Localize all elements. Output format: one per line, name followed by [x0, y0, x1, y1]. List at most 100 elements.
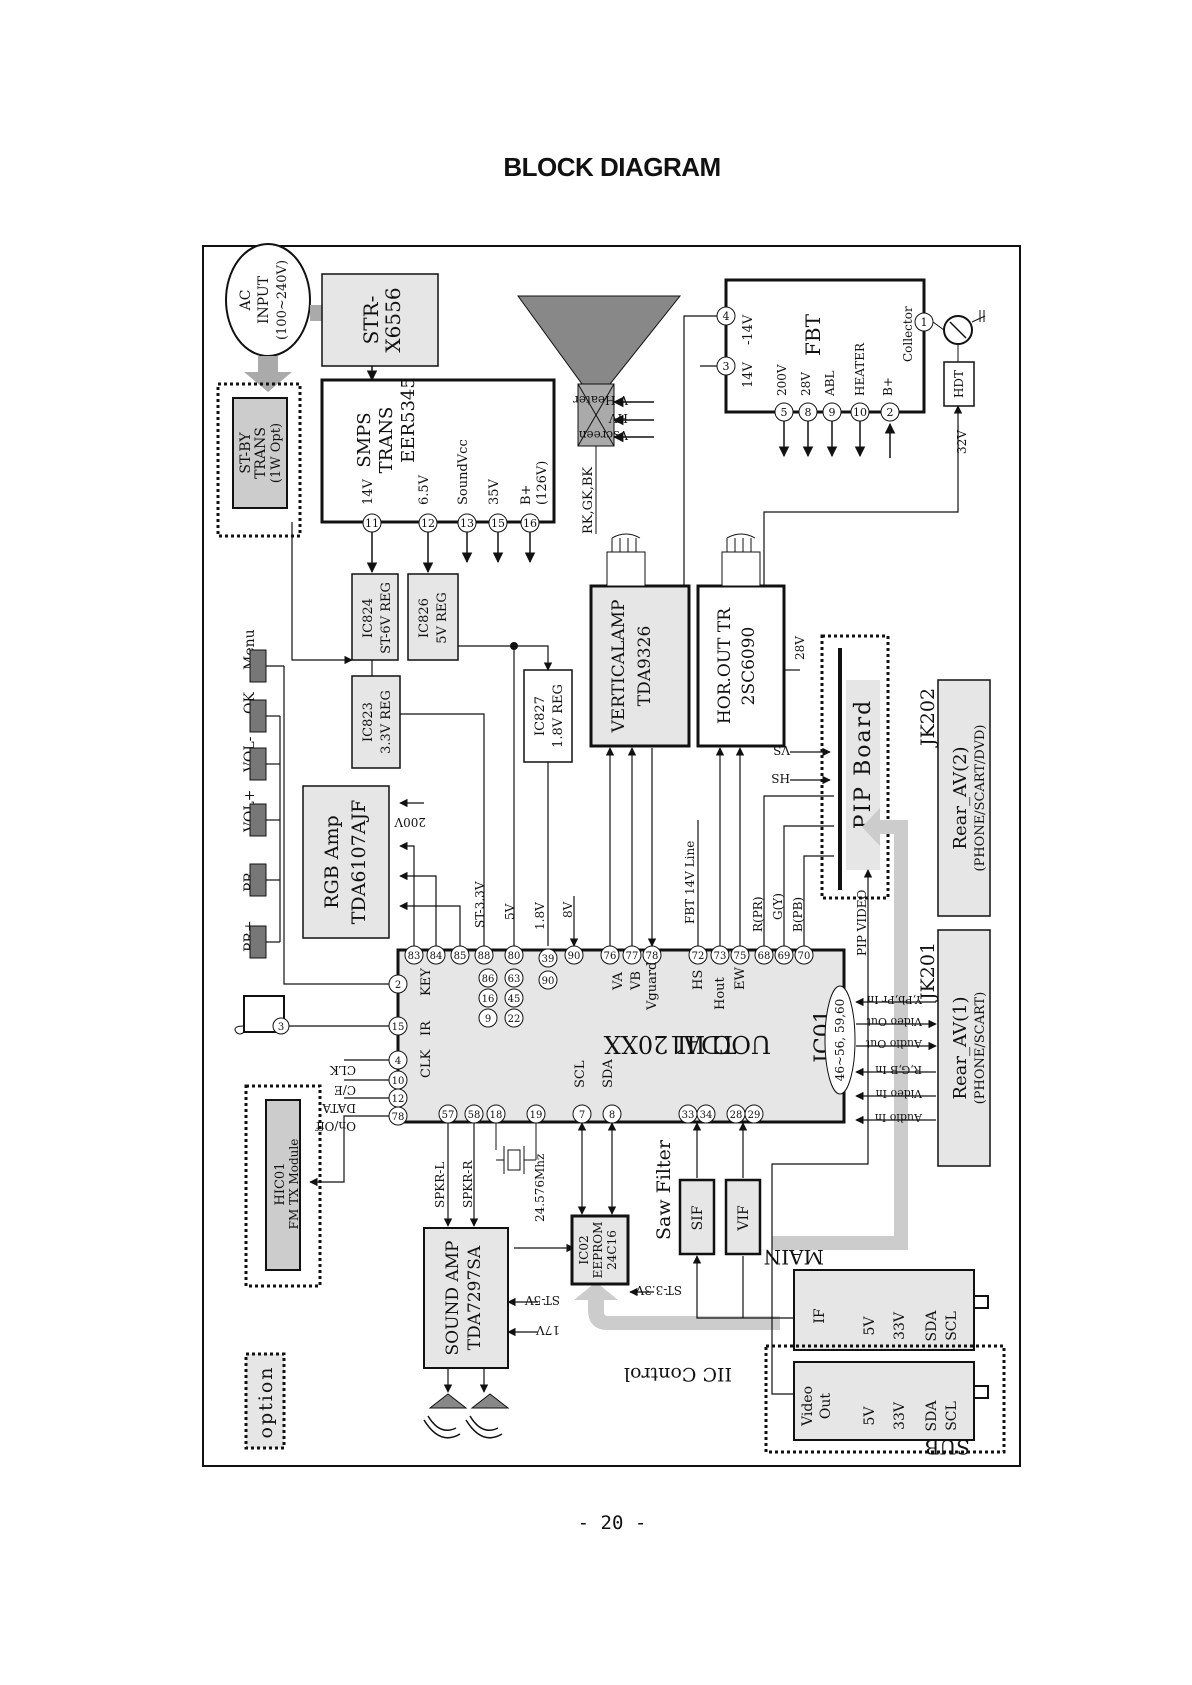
rear-av2-block: Rear_AV(2) (PHONE/SCART/DVD) JK202 — [917, 679, 991, 917]
page-number: - 20 - — [577, 1512, 647, 1534]
ac-to-stby-arrow — [244, 356, 292, 392]
svg-text:VA: VA — [611, 971, 626, 991]
svg-text:18: 18 — [490, 1110, 503, 1121]
uoc-block: UOC III TDA120XX IC01 46~56, 59,60 — [396, 948, 856, 1124]
hor-out-block: HOR.OUT TR 2SC6090 — [696, 533, 786, 748]
svg-text:HS: HS — [691, 970, 706, 990]
svg-text:HS: HS — [771, 771, 790, 785]
svg-text:13: 13 — [460, 517, 474, 530]
svg-text:29: 29 — [748, 1110, 761, 1121]
svg-text:85: 85 — [454, 951, 467, 962]
svg-text:5V: 5V — [862, 1406, 878, 1426]
svg-text:9: 9 — [829, 406, 836, 419]
svg-text:IC823: IC823 — [361, 702, 376, 742]
svg-text:10: 10 — [853, 406, 867, 419]
svg-text:R(PR): R(PR) — [751, 896, 765, 932]
svg-text:88: 88 — [478, 951, 491, 962]
svg-text:1.8V REG: 1.8V REG — [551, 684, 566, 748]
uoc-left-pins: 2 KEY 15 IR 4 CLK 10 12 78 — [388, 968, 434, 1126]
svg-text:V Heater: V Heater — [573, 393, 629, 407]
fbt-bottom-pins: 5 200V 8 28V 9 ABL 10 HEATER 2 B+ — [774, 342, 900, 422]
svg-text:Vscreen: Vscreen — [579, 428, 629, 442]
svg-text:5: 5 — [781, 406, 788, 419]
uoc-internal-labels: VA VB Vguard HS Hout EW SCL SDA — [573, 962, 748, 1088]
svg-text:INPUT: INPUT — [256, 275, 272, 324]
speaker-right-icon — [465, 1393, 510, 1439]
svg-text:Rear_AV(2): Rear_AV(2) — [950, 746, 971, 849]
svg-text:63: 63 — [508, 974, 521, 985]
svg-text:TRANS: TRANS — [253, 427, 269, 479]
svg-text:8: 8 — [609, 1110, 615, 1121]
svg-text:(PHONE/SCART): (PHONE/SCART) — [973, 992, 988, 1105]
svg-text:34: 34 — [700, 1110, 713, 1121]
svg-text:Hout: Hout — [713, 976, 728, 1010]
svg-text:VIF: VIF — [736, 1205, 752, 1232]
svg-text:72: 72 — [692, 951, 705, 962]
svg-text:IC826: IC826 — [417, 598, 432, 638]
page-title: BLOCK DIAGRAM — [503, 152, 721, 182]
svg-text:9: 9 — [485, 1014, 491, 1025]
svg-text:Y,Pb,Pr In: Y,Pb,Pr In — [867, 993, 923, 1006]
svg-text:8V: 8V — [561, 901, 575, 918]
stby-trans-block: ST-BY TRANS (1W Opt) — [216, 382, 302, 538]
svg-text:Collector: Collector — [901, 306, 915, 362]
svg-text:14V: 14V — [741, 361, 756, 388]
svg-text:46~56, 59,60: 46~56, 59,60 — [833, 999, 847, 1082]
svg-text:IR: IR — [419, 1020, 434, 1036]
svg-text:4: 4 — [395, 1056, 401, 1067]
svg-text:G(Y): G(Y) — [771, 893, 785, 920]
smps-output-pins: 11 14V 12 6.5V 13 SoundVcc 15 35V 16 B+ … — [361, 439, 550, 533]
svg-text:CLK: CLK — [329, 1063, 356, 1077]
svg-text:AC: AC — [238, 290, 254, 312]
svg-text:8: 8 — [805, 406, 812, 419]
ir-receiver: 3 — [234, 995, 290, 1035]
ic824-block: IC824 ST-6V REG — [351, 573, 399, 661]
svg-text:Video In: Video In — [876, 1087, 923, 1100]
av1-signal-labels: Y,Pb,Pr In Video Out Audio Out R,G,B In … — [865, 993, 923, 1124]
svg-text:77: 77 — [626, 951, 639, 962]
svg-text:16: 16 — [523, 517, 537, 530]
svg-text:SCL: SCL — [573, 1060, 588, 1088]
av1-signals — [855, 997, 937, 1125]
ac-input: AC INPUT (100~240V) — [225, 243, 311, 357]
av-bus — [772, 820, 908, 1250]
svg-text:MAIN: MAIN — [764, 1245, 824, 1269]
svg-text:EER5345: EER5345 — [398, 377, 419, 463]
svg-text:(1W Opt): (1W Opt) — [269, 423, 284, 483]
svg-text:75: 75 — [734, 951, 747, 962]
svg-text:28V: 28V — [793, 636, 807, 660]
svg-text:R,G,B In: R,G,B In — [875, 1063, 922, 1076]
svg-text:SCL: SCL — [944, 1311, 960, 1341]
svg-text:VERTICALAMP: VERTICALAMP — [609, 600, 629, 734]
ic02-eeprom-block: IC02 EEPROM 24C16 — [570, 1214, 630, 1286]
svg-text:7: 7 — [579, 1110, 585, 1121]
svg-text:24C16: 24C16 — [605, 1230, 619, 1270]
hic01-block: HIC01 FM TX Module — [244, 1084, 322, 1288]
svg-text:200V: 200V — [775, 364, 789, 396]
svg-text:84: 84 — [430, 951, 443, 962]
crt-tube: RK,GK,BK — [517, 295, 682, 534]
svg-text:3.3V REG: 3.3V REG — [379, 690, 394, 754]
svg-text:69: 69 — [778, 951, 791, 962]
svg-text:VB: VB — [629, 971, 644, 991]
smps-trans-block: SMPS TRANS EER5345 — [320, 377, 556, 524]
svg-text:16: 16 — [482, 994, 495, 1005]
svg-text:B+: B+ — [519, 485, 534, 505]
svg-text:Audio Out: Audio Out — [865, 1037, 923, 1050]
ic823-block: IC823 3.3V REG — [351, 675, 401, 769]
svg-text:DATA: DATA — [322, 1101, 356, 1115]
svg-text:HIC01: HIC01 — [273, 1163, 288, 1206]
svg-text:B+: B+ — [881, 377, 895, 396]
svg-text:90: 90 — [542, 976, 555, 987]
key-buttons — [249, 649, 267, 959]
svg-text:SUB: SUB — [925, 1435, 970, 1459]
svg-text:FBT: FBT — [801, 313, 825, 356]
svg-text:76: 76 — [604, 951, 617, 962]
svg-text:ST-BY: ST-BY — [238, 432, 254, 474]
svg-text:EW: EW — [733, 967, 748, 990]
svg-text:6.5V: 6.5V — [417, 474, 432, 505]
svg-text:14V: 14V — [361, 478, 376, 505]
diagram-frame — [202, 245, 1021, 1467]
svg-text:option: option — [255, 1366, 277, 1439]
rear-av1-block: Rear_AV(1) (PHONE/SCART) JK201 — [917, 929, 991, 1167]
